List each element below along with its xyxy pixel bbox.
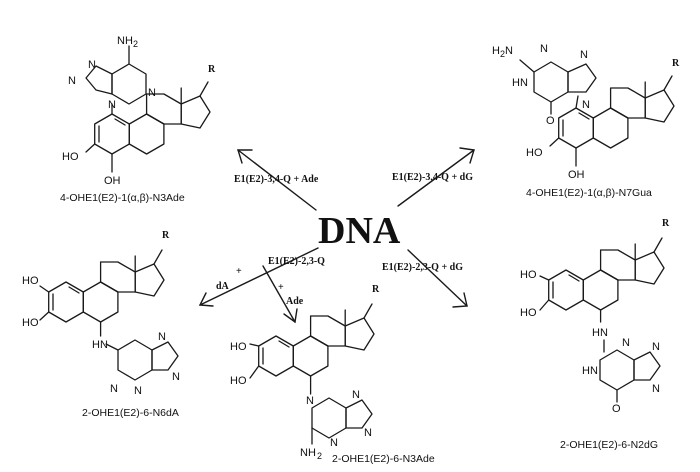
svg-text:O: O [612, 403, 621, 415]
svg-text:N: N [158, 331, 166, 343]
svg-text:N: N [364, 427, 372, 439]
caption-2-ohe-n2dg: 2-OHE1(E2)-6-N2dG [560, 439, 658, 451]
svg-text:N: N [68, 75, 76, 87]
svg-text:R: R [672, 58, 680, 69]
svg-text:N: N [652, 383, 660, 395]
svg-text:HO: HO [526, 147, 543, 159]
arrow-down-left [198, 247, 319, 307]
arrow-up-left [237, 149, 317, 211]
reagent-ade: Ade [286, 296, 304, 307]
svg-text:OH: OH [568, 169, 585, 181]
svg-text:N: N [352, 389, 360, 401]
svg-text:HN: HN [92, 339, 108, 351]
reagent-e34q-ade: E1(E2)-3,4-Q + Ade [234, 174, 319, 185]
svg-text:N: N [134, 385, 142, 397]
svg-text:HO: HO [520, 269, 537, 281]
svg-text:HO: HO [230, 375, 247, 387]
svg-text:N: N [652, 341, 660, 353]
svg-text:N: N [148, 87, 156, 99]
structure-2-ohe-n6da: R HO HO HN N N N N [22, 230, 180, 397]
reagent-plus-center: + [278, 282, 284, 293]
svg-text:N: N [306, 395, 314, 407]
svg-text:HO: HO [22, 275, 39, 287]
svg-text:N: N [622, 337, 630, 349]
caption-2-ohe-n6da: 2-OHE1(E2)-6-N6dA [82, 407, 179, 419]
svg-text:H: H [492, 45, 500, 57]
svg-text:R: R [372, 284, 380, 295]
svg-text:N: N [110, 383, 118, 395]
caption-2-ohe-n3ade: 2-OHE1(E2)-6-N3Ade [332, 453, 435, 465]
svg-text:HO: HO [230, 341, 247, 353]
svg-text:HN: HN [592, 327, 608, 339]
structure-2-ohe-n2dg: R HO HO HN HN O N N N [520, 218, 670, 415]
caption-4-ohe-n3ade: 4-OHE1(E2)-1(α,β)-N3Ade [60, 192, 185, 204]
svg-text:2: 2 [133, 39, 138, 49]
svg-text:OH: OH [104, 175, 121, 187]
svg-text:O: O [546, 115, 555, 127]
reagent-e34q-dg: E1(E2)-3,4-Q + dG [392, 172, 473, 183]
dna-label: DNA [318, 210, 401, 252]
svg-text:NH: NH [117, 35, 133, 47]
svg-text:N: N [330, 437, 338, 449]
svg-text:N: N [88, 59, 96, 71]
caption-4-ohe-n7gua: 4-OHE1(E2)-1(α,β)-N7Gua [526, 187, 652, 199]
svg-text:HO: HO [62, 151, 79, 163]
reagent-e23q-dg: E1(E2)-2,3-Q + dG [382, 262, 463, 273]
reagent-plus-left: + [236, 266, 242, 277]
svg-text:N: N [505, 45, 513, 57]
arrow-down-center [262, 265, 298, 324]
svg-text:HO: HO [22, 317, 39, 329]
svg-text:R: R [662, 218, 670, 229]
svg-text:HN: HN [582, 365, 598, 377]
svg-text:NH: NH [300, 447, 316, 459]
arrow-down-right [407, 249, 468, 308]
reagent-da: dA [216, 281, 230, 292]
arrow-up-right [397, 147, 475, 207]
svg-text:N: N [108, 99, 116, 111]
svg-text:2: 2 [317, 451, 322, 461]
svg-text:R: R [208, 64, 216, 75]
svg-text:N: N [582, 99, 590, 111]
svg-text:HO: HO [520, 307, 537, 319]
svg-text:N: N [580, 49, 588, 61]
svg-text:N: N [540, 43, 548, 55]
svg-text:2: 2 [500, 49, 505, 59]
svg-text:N: N [172, 371, 180, 383]
svg-text:HN: HN [512, 77, 528, 89]
reagent-e23q: E1(E2)-2,3-Q [268, 256, 325, 267]
svg-text:R: R [162, 230, 170, 241]
